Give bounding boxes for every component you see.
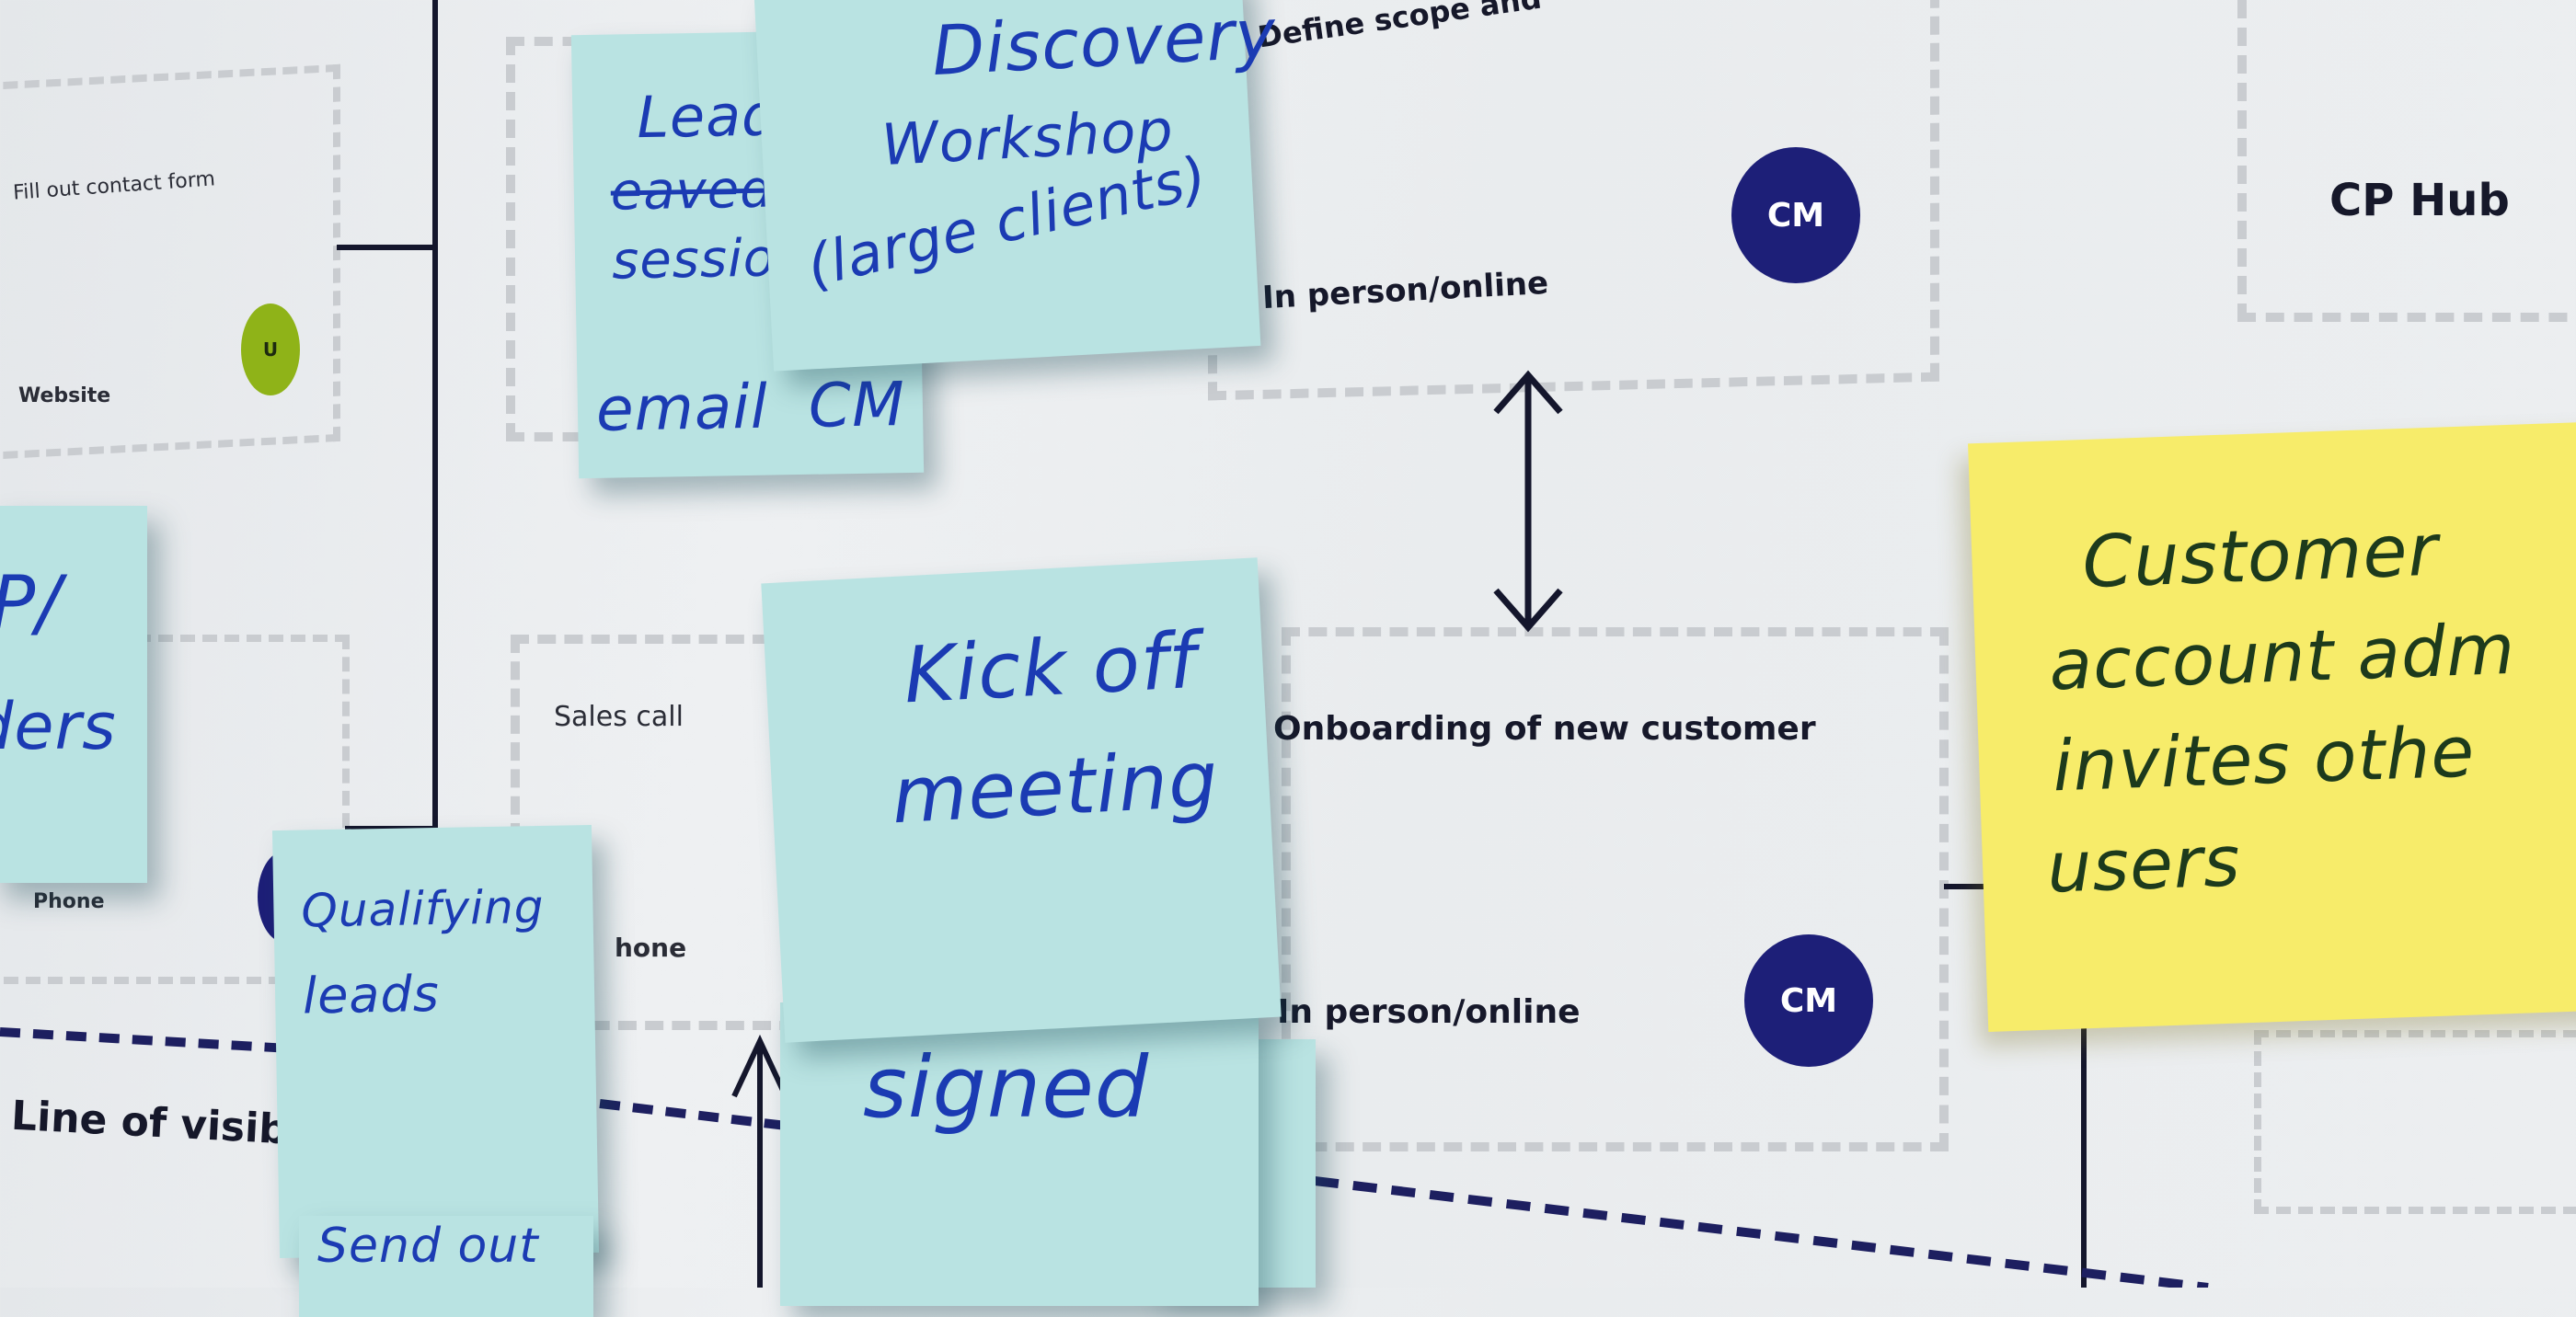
cp-hub-box bbox=[2237, 0, 2576, 322]
sticky-text: Customer bbox=[2081, 509, 2440, 605]
website-label: Website bbox=[18, 384, 111, 407]
sticky-qualifying-leads[interactable]: Qualifying leads bbox=[271, 825, 600, 1258]
sticky-discovery-workshop[interactable]: Discovery Workshop (large clients) bbox=[753, 0, 1278, 372]
sticky-text: P/ bbox=[0, 560, 63, 646]
right-lower-box bbox=[2254, 1030, 2576, 1214]
sticky-text: Send out bbox=[317, 1219, 539, 1274]
sticky-text: ders bbox=[0, 689, 117, 764]
sticky-kickoff-meeting[interactable]: Kick off meeting bbox=[761, 557, 1282, 1043]
swimlane-divider-line bbox=[432, 0, 438, 828]
double-arrow-icon bbox=[1493, 370, 1563, 633]
sticky-text: Kick off bbox=[902, 614, 1200, 721]
sticky-left-partial[interactable]: P/ ders bbox=[0, 506, 147, 883]
cp-hub-label: CP Hub bbox=[2329, 175, 2510, 226]
sales-call-label: Sales call bbox=[554, 701, 684, 733]
avatar-cm-top: CM bbox=[1731, 147, 1860, 283]
sticky-signed[interactable]: signed bbox=[780, 1002, 1259, 1306]
connector-line bbox=[1944, 884, 1999, 889]
sticky-text: meeting bbox=[889, 733, 1221, 842]
phone-label-mid: hone bbox=[615, 933, 687, 963]
sticky-text: users bbox=[2045, 819, 2242, 909]
sticky-text: signed bbox=[863, 1038, 1150, 1137]
onboarding-label: Onboarding of new customer bbox=[1273, 710, 1816, 748]
sticky-text: email CM bbox=[595, 369, 906, 445]
connector-line bbox=[2081, 1002, 2087, 1288]
connector-line bbox=[337, 245, 436, 250]
sticky-send-out[interactable]: Send out bbox=[299, 1216, 593, 1317]
sticky-text: leads bbox=[302, 964, 441, 1025]
left-lower-box bbox=[0, 635, 350, 984]
phone-label-left: Phone bbox=[33, 890, 105, 913]
up-arrow-icon bbox=[731, 1034, 788, 1288]
sticky-text: Discovery bbox=[929, 0, 1279, 92]
avatar-cm-bottom: CM bbox=[1744, 934, 1873, 1067]
in-person-online-bottom-label: In person/online bbox=[1277, 993, 1581, 1031]
avatar-u: U bbox=[241, 303, 300, 395]
onboarding-box bbox=[1282, 627, 1949, 1151]
line-of-visibility-dashes bbox=[0, 370, 2209, 1288]
sticky-text: Qualifying bbox=[300, 879, 545, 938]
sticky-text: account adm bbox=[2047, 607, 2517, 706]
sticky-customer-account[interactable]: Customer account adm invites othe users bbox=[1968, 420, 2576, 1033]
sticky-text: invites othe bbox=[2051, 710, 2477, 807]
